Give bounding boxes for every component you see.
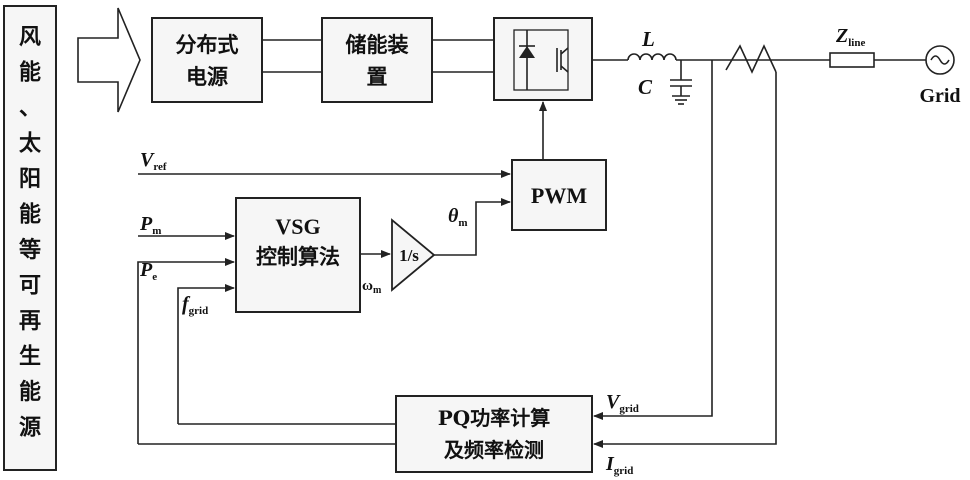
igrid-label: Igrid xyxy=(605,453,633,477)
vsg-subtitle: 控制算法 xyxy=(256,244,340,269)
grid-source-icon xyxy=(926,46,954,74)
renewable-source-box: 风能、太阳能等可再生能源 xyxy=(4,6,56,470)
omega-label: ωm xyxy=(362,278,382,296)
inverter-block xyxy=(494,18,592,100)
line-impedance-symbol xyxy=(830,53,874,67)
vgrid-measure-arrow xyxy=(594,60,712,416)
pwm-block: PWM xyxy=(512,160,606,230)
fgrid-label: fgrid xyxy=(182,293,208,317)
storage-line1: 储能装 xyxy=(346,32,409,57)
line-impedance-label: Zline xyxy=(835,25,865,49)
inductor-symbol xyxy=(628,54,676,60)
theta-label: θm xyxy=(448,205,468,229)
sensor-symbol xyxy=(726,46,776,72)
vsg-title: VSG xyxy=(275,214,320,239)
vref-label: Vref xyxy=(140,149,167,173)
capacitor-label: C xyxy=(638,75,653,99)
pwm-label: PWM xyxy=(531,183,587,208)
pq-calc-line2: 及频率检测 xyxy=(444,438,544,462)
storage-line2: 置 xyxy=(367,64,388,89)
storage-block: 储能装 置 xyxy=(322,18,432,102)
pq-calc-line1: PQ功率计算 xyxy=(438,406,550,430)
integrator-block: 1/s xyxy=(392,220,434,290)
vsg-control-block: VSG 控制算法 xyxy=(236,198,360,312)
pm-label: Pm xyxy=(139,213,161,237)
distributed-source-line1: 分布式 xyxy=(176,32,239,57)
distributed-source-block: 分布式 电源 xyxy=(152,18,262,102)
distributed-source-line2: 电源 xyxy=(186,64,228,89)
energy-flow-arrow xyxy=(78,8,140,112)
vgrid-label: Vgrid xyxy=(606,391,639,415)
inductor-label: L xyxy=(641,27,655,51)
grid-label: Grid xyxy=(919,85,960,107)
pe-feedback-arrow xyxy=(138,262,234,444)
integrator-label: 1/s xyxy=(399,246,419,265)
igrid-measure-arrow xyxy=(594,72,776,444)
capacitor-symbol xyxy=(670,60,692,104)
pq-calc-block: PQ功率计算 及频率检测 xyxy=(396,396,592,472)
theta-to-pwm-arrow xyxy=(434,202,510,255)
